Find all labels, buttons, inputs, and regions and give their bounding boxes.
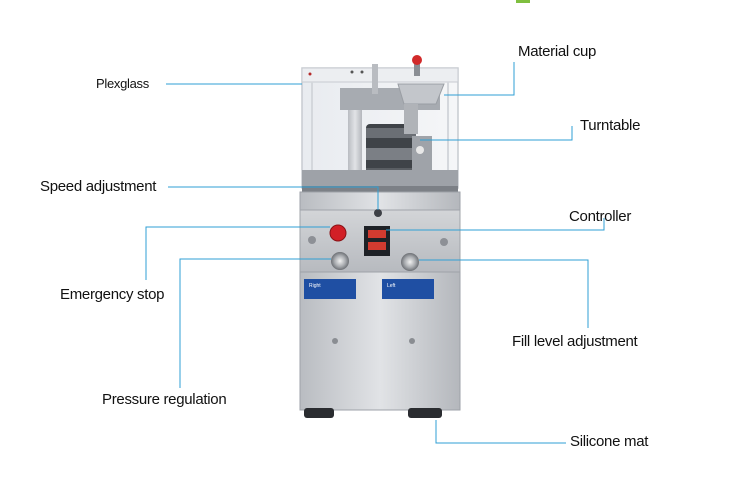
leader-pressure-regulation: [179, 258, 331, 388]
material-cup: [397, 55, 445, 134]
silicone-mat-right: [408, 408, 442, 418]
leader-material-cup: [444, 62, 515, 96]
label-material-cup: Material cup: [518, 43, 597, 60]
leader-controller: [386, 218, 605, 231]
label-turntable: Turntable: [580, 117, 641, 134]
left-panel: [382, 279, 434, 299]
speed-adjustment-knob[interactable]: [374, 209, 382, 217]
leader-silicone-mat: [435, 420, 566, 444]
right-panel: [304, 279, 356, 299]
right-panel-label: Right: [309, 283, 321, 289]
lower-cabinet: [299, 271, 461, 411]
left-panel-label: Left: [387, 283, 396, 289]
label-speed-adjustment: Speed adjustment: [40, 178, 157, 195]
turntable-plate: [302, 170, 458, 188]
screw-left: [308, 236, 316, 244]
control-section: [299, 191, 461, 273]
top-plate-edge: [302, 186, 458, 192]
silicone-mat-left: [304, 408, 334, 418]
label-controller: Controller: [569, 208, 632, 225]
leader-lines: [145, 62, 605, 444]
leader-emergency-stop: [145, 226, 330, 280]
label-fill-level-adjustment: Fill level adjustment: [512, 333, 638, 350]
label-emergency-stop: Emergency stop: [60, 286, 165, 303]
top-accent-mark: [516, 0, 530, 3]
leader-turntable: [420, 126, 573, 141]
label-pressure-regulation: Pressure regulation: [102, 391, 227, 408]
screw-right: [440, 238, 448, 246]
emergency-stop-button[interactable]: [329, 224, 347, 242]
label-plexglass: Plexglass: [96, 76, 149, 91]
leader-speed-adjustment: [168, 186, 379, 210]
label-silicone-mat: Silicone mat: [570, 433, 649, 450]
fill-level-knob[interactable]: [401, 253, 419, 271]
leader-fill-level: [419, 259, 589, 328]
pressure-regulation-knob[interactable]: [331, 252, 349, 270]
